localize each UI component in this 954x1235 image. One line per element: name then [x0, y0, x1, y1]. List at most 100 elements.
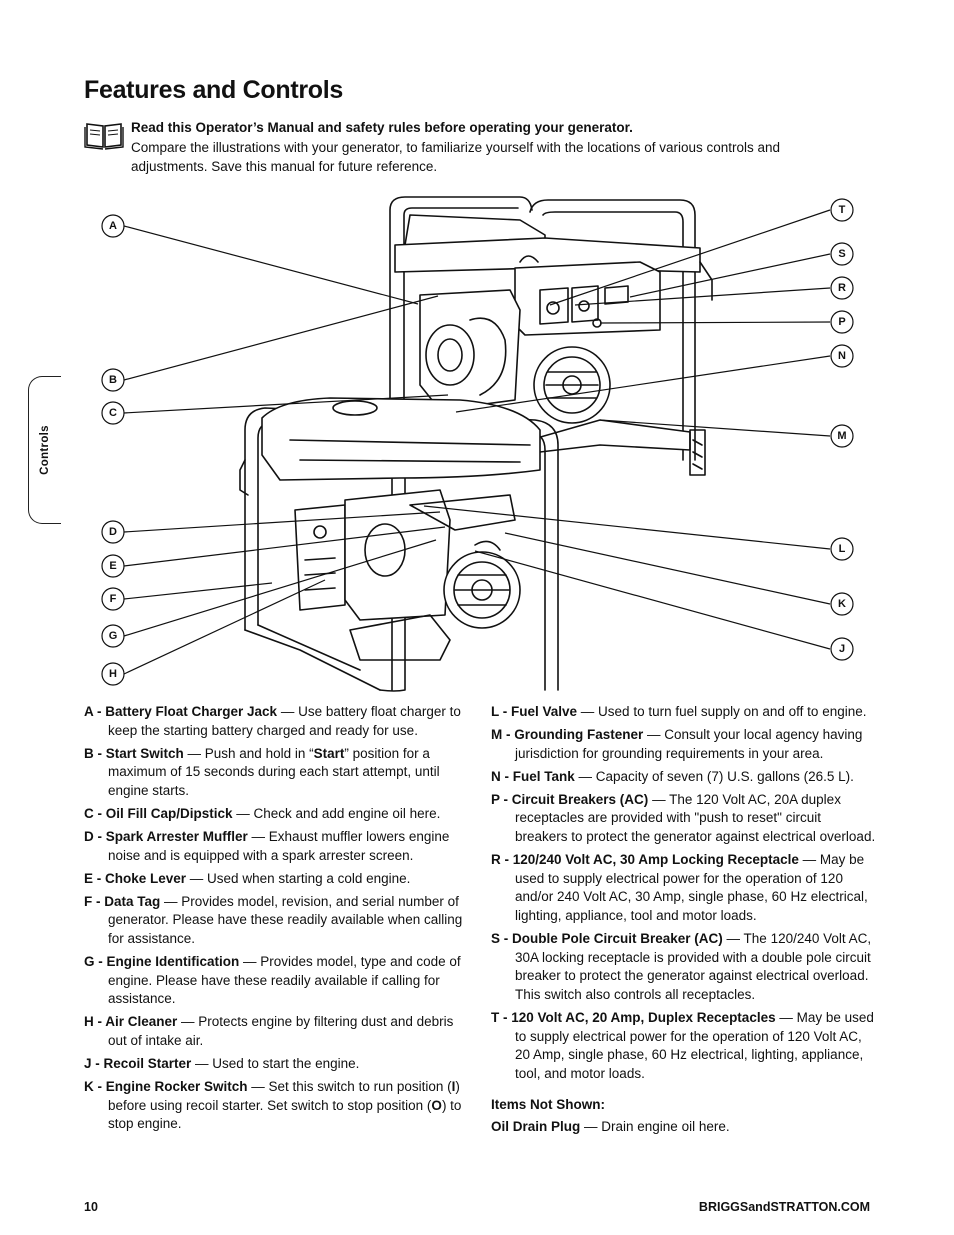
feature-item-a: A - Battery Float Charger Jack — Use bat…	[84, 703, 469, 740]
feature-desc: — Set this switch to run position (	[247, 1079, 452, 1095]
callout-E	[101, 554, 125, 578]
feature-desc: — Exhaust muffler lowers engine noise an…	[108, 829, 450, 863]
feature-desc: — Provides model, revision, and serial n…	[108, 893, 463, 947]
feature-desc: — Protects engine by filtering dust and …	[108, 1014, 454, 1048]
feature-term: G - Engine Identification	[84, 954, 240, 970]
feature-term: H - Air Cleaner	[84, 1014, 178, 1030]
feature-desc: — Push and hold in “	[183, 745, 314, 761]
callout-label-F: F	[110, 593, 117, 605]
feature-term: A - Battery Float Charger Jack	[84, 704, 278, 719]
callout-label-P: P	[838, 316, 845, 328]
callout-label-T: T	[839, 204, 846, 216]
feature-term: T - 120 Volt AC, 20 Amp, Duplex Receptac…	[491, 1009, 776, 1025]
callout-label-G: G	[109, 630, 118, 642]
feature-desc: — Capacity of seven (7) U.S. gallons (26…	[574, 768, 854, 784]
callout-label-E: E	[109, 560, 116, 572]
page-title: Features and Controls	[84, 76, 344, 104]
feature-desc: — Used to turn fuel supply on and off to…	[577, 704, 867, 719]
callout-B	[101, 368, 125, 392]
run-symbol: I	[451, 1079, 456, 1095]
feature-item-oil-drain-plug: Oil Drain Plug — Drain engine oil here.	[491, 1118, 876, 1137]
feature-term: Oil Drain Plug	[491, 1118, 581, 1134]
feature-desc: — May be used to supply electrical power…	[515, 1009, 874, 1081]
callout-S	[830, 242, 854, 266]
callout-P	[830, 310, 854, 334]
feature-desc: — Used when starting a cold engine.	[186, 870, 411, 886]
feature-term: D - Spark Arrester Muffler	[84, 829, 248, 845]
callout-label-S: S	[838, 248, 845, 260]
feature-list-right: L - Fuel Valve — Used to turn fuel suppl…	[491, 703, 876, 1141]
callout-F	[101, 587, 125, 611]
feature-desc: — Used to start the engine.	[191, 1056, 360, 1072]
feature-term: F - Data Tag	[84, 893, 161, 909]
start-keyword: Start	[313, 745, 345, 761]
stop-symbol: O	[431, 1097, 442, 1113]
feature-desc: ) before using recoil starter. Set switc…	[108, 1079, 460, 1113]
feature-desc: — Consult your local agency having juris…	[515, 727, 863, 761]
feature-term: R - 120/240 Volt AC, 30 Amp Locking Rece…	[491, 852, 799, 868]
generator-illustration: A B C D E F G H T S R P N M L K J	[101, 196, 854, 692]
feature-term: K - Engine Rocker Switch	[84, 1079, 248, 1095]
feature-desc: ” position for a maximum of 15 seconds d…	[108, 745, 440, 798]
items-not-shown-heading: Items Not Shown:	[491, 1097, 605, 1113]
intro: Read this Operator’s Manual and safety r…	[131, 118, 851, 176]
feature-term: C - Oil Fill Cap/Dipstick	[84, 805, 233, 821]
callout-M	[830, 424, 854, 448]
feature-item-j: J - Recoil Starter — Used to start the e…	[84, 1055, 469, 1074]
feature-item-c: C - Oil Fill Cap/Dipstick — Check and ad…	[84, 805, 469, 824]
callout-label-K: K	[838, 598, 846, 610]
callout-D	[101, 520, 125, 544]
feature-item-r: R - 120/240 Volt AC, 30 Amp Locking Rece…	[491, 851, 876, 925]
feature-term: M - Grounding Fastener	[491, 727, 644, 743]
feature-desc: — Provides model, type and code of engin…	[108, 954, 461, 1007]
feature-desc: — The 120 Volt AC, 20A duplex receptacle…	[515, 791, 876, 845]
callout-label-L: L	[839, 543, 846, 555]
feature-desc: ) to stop engine.	[108, 1097, 462, 1132]
callout-R	[830, 276, 854, 300]
feature-item-n: N - Fuel Tank — Capacity of seven (7) U.…	[491, 768, 876, 787]
feature-item-e: E - Choke Lever — Used when starting a c…	[84, 870, 469, 889]
callout-H	[101, 662, 125, 686]
callout-T	[830, 198, 854, 222]
safety-notice: Read this Operator’s Manual and safety r…	[131, 120, 633, 135]
feature-term: N - Fuel Tank	[491, 768, 575, 784]
feature-item-m: M - Grounding Fastener — Consult your lo…	[491, 726, 876, 763]
feature-item-l: L - Fuel Valve — Used to turn fuel suppl…	[491, 703, 876, 722]
feature-term: J - Recoil Starter	[84, 1056, 192, 1072]
feature-item-h: H - Air Cleaner — Protects engine by fil…	[84, 1013, 469, 1050]
feature-desc: — Drain engine oil here.	[580, 1118, 730, 1134]
page-number: 10	[84, 1200, 98, 1214]
feature-item-b: B - Start Switch — Push and hold in “Sta…	[84, 745, 469, 801]
callout-label-M: M	[837, 430, 846, 442]
callout-label-N: N	[838, 350, 846, 362]
feature-term: B - Start Switch	[84, 745, 184, 761]
feature-term: S - Double Pole Circuit Breaker (AC)	[491, 931, 723, 947]
callout-L	[830, 537, 854, 561]
intro-paragraph: Compare the illustrations with your gene…	[131, 140, 781, 174]
callout-label-J: J	[839, 643, 845, 655]
callout-G	[101, 624, 125, 648]
website-footer: BRIGGSandSTRATTON.COM	[698, 1200, 870, 1214]
feature-term: E - Choke Lever	[84, 870, 187, 886]
callout-C	[101, 401, 125, 425]
feature-item-k: K - Engine Rocker Switch — Set this swit…	[84, 1078, 469, 1134]
open-book-icon	[84, 123, 124, 150]
callout-label-B: B	[109, 374, 117, 386]
callout-label-H: H	[109, 668, 117, 680]
callout-label-A: A	[109, 220, 117, 232]
feature-item-t: T - 120 Volt AC, 20 Amp, Duplex Receptac…	[491, 1009, 876, 1083]
side-tab-controls: Controls	[28, 376, 61, 524]
feature-desc: — Check and add engine oil here.	[232, 805, 441, 821]
callout-label-C: C	[109, 407, 117, 419]
feature-item-p: P - Circuit Breakers (AC) — The 120 Volt…	[491, 791, 876, 847]
callout-N	[830, 344, 854, 368]
feature-item-g: G - Engine Identification — Provides mod…	[84, 953, 469, 1009]
callout-label-D: D	[109, 526, 117, 538]
feature-desc: — The 120/240 Volt AC, 30A locking recep…	[515, 931, 872, 1002]
feature-term: P - Circuit Breakers (AC)	[491, 791, 649, 807]
feature-desc: — Use battery float charger to keep the …	[108, 704, 461, 738]
feature-term: L - Fuel Valve	[491, 704, 578, 719]
callout-label-R: R	[838, 282, 846, 294]
feature-desc: — May be used to supply electrical power…	[515, 852, 868, 923]
feature-item-d: D - Spark Arrester Muffler — Exhaust muf…	[84, 828, 469, 865]
